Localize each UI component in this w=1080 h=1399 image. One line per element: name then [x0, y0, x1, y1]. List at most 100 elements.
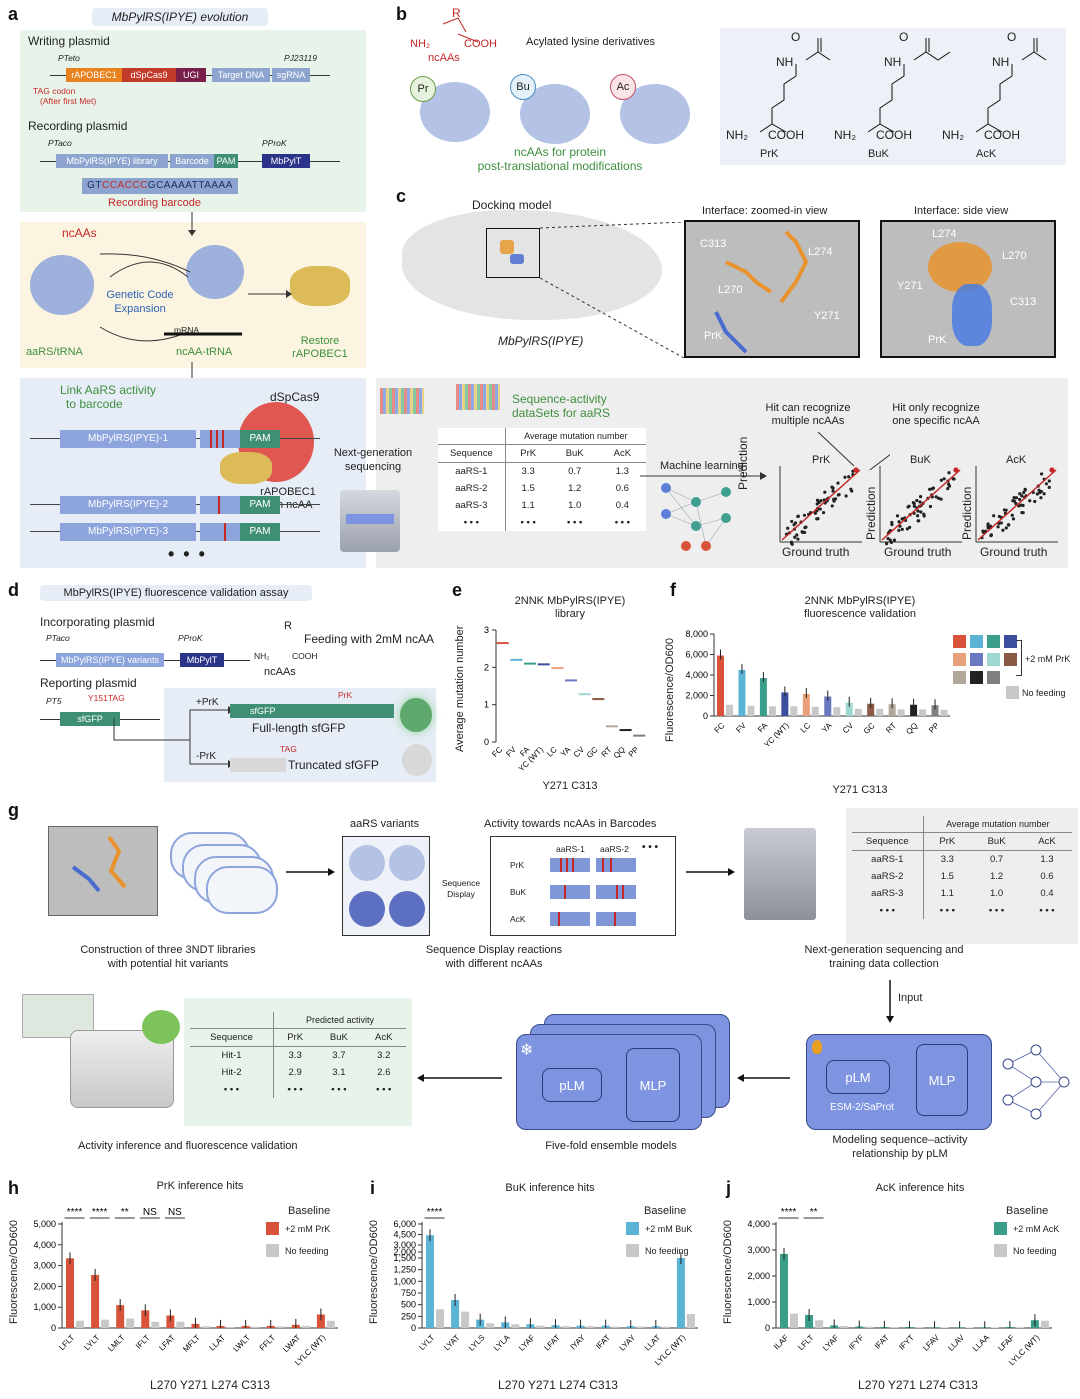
h-bar-nofeed — [76, 1320, 84, 1328]
scatter-point — [912, 504, 916, 508]
link-label-1: Link AaRS activity — [60, 383, 157, 397]
f-legend-swatch — [970, 671, 983, 684]
i-bar-nofeed — [436, 1309, 444, 1328]
f-bar-nofeed — [876, 708, 884, 716]
i-bar-nofeed — [536, 1325, 545, 1328]
hit1-label-a: Hit can recognize — [765, 402, 851, 414]
j-bar-nofeed — [1015, 1327, 1024, 1328]
scatter-point — [928, 504, 933, 509]
h-sig-label: NS — [143, 1207, 157, 1218]
d-result-background — [164, 688, 436, 782]
structures-background — [720, 28, 1066, 165]
panel-letter-g: g — [8, 800, 19, 820]
f-legend-swatch — [953, 635, 966, 648]
h-bar-fed — [116, 1305, 125, 1328]
panel-letter-j: j — [726, 1178, 732, 1198]
gene-dspcas9: dSpCas9 — [122, 68, 176, 82]
scatter-point — [907, 504, 911, 508]
minus-prk: -PrK — [196, 751, 216, 762]
scatter-point — [1035, 492, 1039, 496]
g-input-label: Input — [898, 992, 923, 1004]
j-xtick-label: IFYF — [847, 1333, 866, 1352]
j-xlabel: L270 Y271 L274 C313 — [858, 1378, 978, 1392]
scatter-point — [1044, 482, 1049, 486]
panel-letter-i: i — [370, 1178, 376, 1198]
rapobec1-shape — [220, 452, 272, 484]
scatter-point — [796, 514, 800, 519]
variant-3: MbPylRS(IPYE)-3 — [60, 523, 196, 541]
g-structure-image — [48, 826, 158, 916]
g-plm-box-1: pLM — [826, 1060, 890, 1094]
scatter-point — [1017, 504, 1021, 508]
zoom-title: Interface: zoomed-in view — [702, 205, 828, 217]
barcode-3 — [200, 523, 240, 541]
pteto-label: PTeto — [58, 53, 80, 63]
f-bar-fed — [802, 693, 810, 716]
scatter-point — [915, 514, 920, 518]
incorporating-label: Incorporating plasmid — [40, 615, 155, 629]
scatter-plots — [779, 466, 1058, 546]
f-ytick-label: 0 — [703, 711, 708, 721]
e-ytick-label: 3 — [484, 625, 489, 635]
scatter-point — [1037, 488, 1041, 492]
scatter-fit-line — [977, 469, 1057, 541]
expansion-label: Expansion — [114, 303, 166, 315]
i-xlabel: L270 Y271 L274 C313 — [498, 1378, 618, 1392]
g-ensemble-model — [516, 1034, 702, 1130]
e-xlabel: Y271 C313 — [542, 780, 598, 792]
scatter-point — [1010, 513, 1014, 517]
f-title-1: 2NNK MbPylRS(IPYE) — [804, 595, 916, 607]
c-table-super: Average mutation number — [505, 428, 646, 445]
j-bar-nofeed — [990, 1327, 999, 1328]
circle-ac: Ac — [610, 74, 636, 100]
panel-a-title: MbPylRS(IPYE) evolution — [92, 8, 268, 26]
h-bar-nofeed — [226, 1326, 235, 1328]
scatter-point — [918, 500, 922, 504]
f-bar-nofeed — [790, 706, 798, 716]
h-legend-plus: +2 mM PrK — [285, 1224, 331, 1234]
scatter-point — [1033, 499, 1037, 504]
f-bar-nofeed — [747, 705, 755, 716]
scatter-point — [917, 519, 921, 523]
h-bar-nofeed — [201, 1326, 210, 1328]
ngs-label-1: Next-generation — [333, 447, 413, 459]
scatter-point — [895, 514, 900, 518]
d-ncaas: ncAAs — [264, 666, 296, 678]
i-sig-label: **** — [427, 1207, 443, 1218]
i-bar-nofeed — [611, 1326, 620, 1328]
h-ytick-label: 0 — [51, 1323, 56, 1333]
prediction-2: Prediction — [864, 486, 878, 540]
g-sequencer-icon — [744, 828, 816, 920]
dataset-icon-2 — [456, 384, 500, 410]
scatter-point — [793, 521, 798, 525]
scatter-point — [816, 517, 820, 521]
variant-1: MbPylRS(IPYE)-1 — [60, 430, 196, 448]
scatter-point — [884, 542, 889, 546]
f-bar-nofeed — [833, 707, 841, 716]
scatter-point — [992, 514, 996, 518]
genetic-code-label: Genetic Code — [106, 289, 174, 301]
scatter-point — [830, 504, 834, 508]
i-legend-plus: +2 mM BuK — [645, 1224, 693, 1234]
i-ytick-label: 0 — [411, 1323, 416, 1333]
e-title-1: 2NNK MbPylRS(IPYE) — [514, 595, 626, 607]
zoom-y271: Y271 — [814, 310, 840, 322]
docking-protein-label: MbPylRS(IPYE) — [498, 334, 584, 348]
e-title-2: library — [555, 608, 585, 620]
scatter-title-buk: BuK — [910, 454, 931, 466]
ngs-label-2: sequencing — [344, 461, 402, 473]
i-bar-nofeed — [461, 1311, 470, 1328]
h-xtick-label: LWAT — [281, 1333, 302, 1354]
zoom-prk: PrK — [704, 330, 723, 342]
g-mlp-box-2: MLP — [626, 1048, 680, 1122]
scatter-point — [795, 533, 799, 537]
dataset-icon — [380, 388, 424, 414]
h-xlabel: L270 Y271 L274 C313 — [150, 1378, 270, 1392]
f-xtick-label: FV — [734, 721, 748, 735]
scatter-point — [836, 493, 840, 497]
rapobec1-restore-label: rAPOBEC1 — [292, 348, 348, 360]
scatter-point — [936, 496, 941, 500]
scatter-point — [813, 511, 817, 515]
scatter-point — [911, 500, 915, 505]
